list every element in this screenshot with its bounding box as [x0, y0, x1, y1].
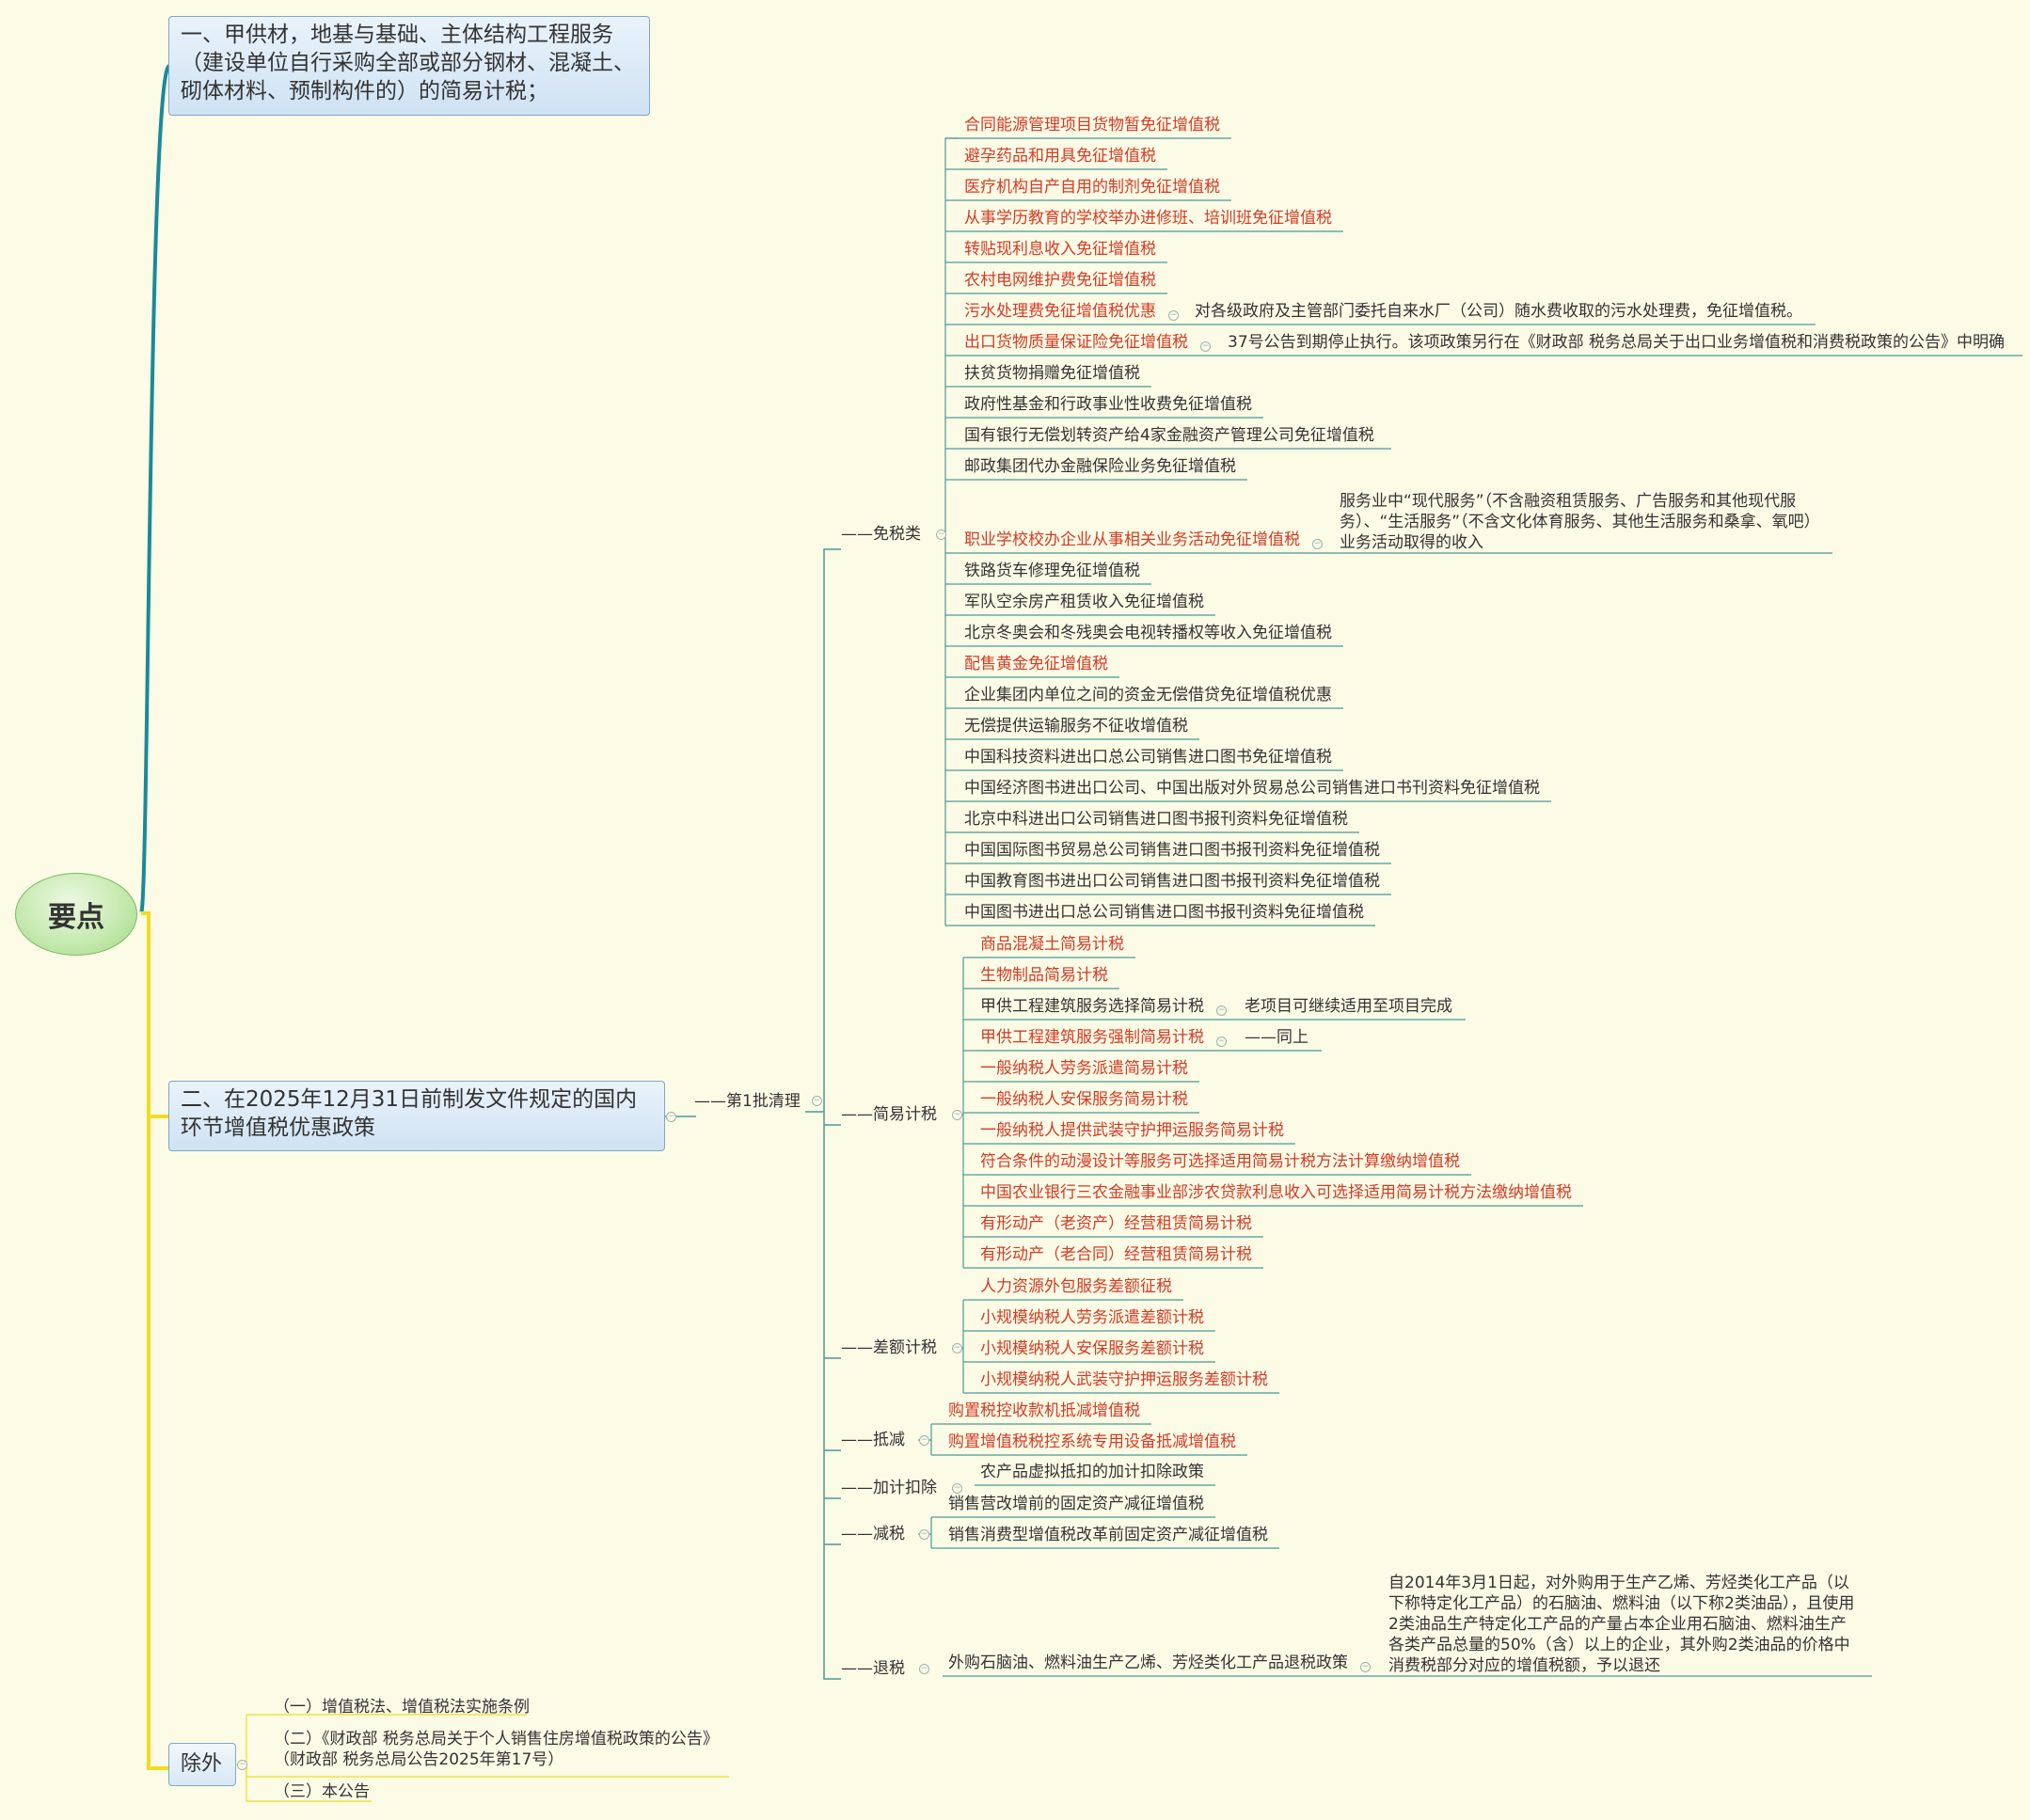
simple-item[interactable]: 商品混凝土简易计税 [980, 935, 1124, 954]
collapse-toggle-icon[interactable]: − [952, 1343, 962, 1353]
root-label: 要点 [48, 901, 104, 934]
exempt-item[interactable]: 扶贫货物捐赠免征增值税 [964, 364, 1140, 383]
refund-note[interactable]: 自2014年3月1日起，对外购用于生产乙烯、芳烃类化工产品（以下称特定化工产品）… [1388, 1574, 1855, 1675]
exempt-item[interactable]: 农村电网维护费免征增值税 [964, 271, 1156, 290]
connector [805, 548, 841, 1113]
connector [936, 137, 959, 535]
collapse-toggle-icon[interactable]: − [1360, 1662, 1371, 1672]
diff-item[interactable]: 小规模纳税人武装守护押运服务差额计税 [980, 1370, 1268, 1389]
refund-item[interactable]: 外购石脑油、燃料油生产乙烯、芳烃类化工产品退税政策 [948, 1654, 1348, 1672]
collapse-toggle-icon[interactable]: − [237, 1760, 247, 1770]
collapse-toggle-icon[interactable]: − [1216, 1037, 1227, 1047]
diff-item[interactable]: 人力资源外包服务差额征税 [980, 1277, 1172, 1296]
simple-item[interactable]: 中国农业银行三农金融事业部涉农贷款利息收入可选择适用简易计税方法缴纳增值税 [980, 1183, 1572, 1202]
simple-item[interactable]: 有形动产（老合同）经营租赁简易计税 [980, 1245, 1252, 1264]
exempt-item[interactable]: 中国经济图书进出口公司、中国出版对外贸易总公司销售进口书刊资料免征增值税 [964, 779, 1540, 798]
category-extra-deduct[interactable]: ——加计扣除 [841, 1479, 937, 1497]
extra-item[interactable]: 农产品虚拟抵扣的加计扣除政策 [980, 1463, 1204, 1481]
simple-item[interactable]: 一般纳税人提供武装守护押运服务简易计税 [980, 1121, 1284, 1140]
reduce-item[interactable]: 销售消费型增值税改革前固定资产减征增值税 [948, 1526, 1268, 1544]
category-diff[interactable]: ——差额计税 [841, 1338, 937, 1357]
exempt-item[interactable]: 职业学校校办企业从事相关业务活动免征增值税 [964, 530, 1300, 549]
exempt-item[interactable]: 中国教育图书进出口公司销售进口图书报刊资料免征增值税 [964, 872, 1380, 891]
collapse-toggle-icon[interactable]: − [666, 1112, 676, 1122]
exempt-item[interactable]: 中国科技资料进出口总公司销售进口图书免征增值税 [964, 748, 1332, 767]
collapse-toggle-icon[interactable]: − [919, 1664, 929, 1674]
collapse-toggle-icon[interactable]: − [812, 1096, 822, 1106]
exempt-item[interactable]: 污水处理费免征增值税优惠 [964, 302, 1156, 321]
exempt-item[interactable]: 国有银行无偿划转资产给4家金融资产管理公司免征增值税 [964, 426, 1374, 445]
simple-item[interactable]: 一般纳税人安保服务简易计税 [980, 1090, 1188, 1109]
exclusion-item-2[interactable]: （二）《财政部 税务总局关于个人销售住房增值税政策的公告》（财政部 税务总局公告… [274, 1730, 719, 1769]
exempt-item[interactable]: 中国国际图书贸易总公司销售进口图书报刊资料免征增值税 [964, 841, 1380, 860]
collapse-toggle-icon[interactable]: − [1200, 341, 1211, 352]
category-exempt[interactable]: ——免税类 [841, 525, 921, 544]
simple-note[interactable]: ——同上 [1245, 1028, 1308, 1047]
connector [139, 64, 171, 915]
branch-1-text: 一、甲供材，地基与基础、主体结构工程服务（建设单位自行采购全部或部分钢材、混凝土… [181, 23, 635, 103]
offset-item[interactable]: 购置增值税税控系统专用设备抵减增值税 [948, 1432, 1236, 1451]
exempt-item[interactable]: 合同能源管理项目货物暂免征增值税 [964, 116, 1220, 135]
branch-2-node[interactable]: 二、在2025年12月31日前制发文件规定的国内环节增值税优惠政策 [168, 1081, 665, 1151]
collapse-toggle-icon[interactable]: − [1216, 1005, 1227, 1016]
exclusion-label: 除外 [181, 1752, 223, 1776]
category-reduce[interactable]: ——减税 [841, 1525, 905, 1543]
collapse-toggle-icon[interactable]: − [936, 530, 946, 540]
collapse-toggle-icon[interactable]: − [952, 1110, 962, 1120]
connector [952, 1300, 964, 1349]
exempt-item[interactable]: 军队空余房产租赁收入免征增值税 [964, 593, 1204, 611]
root-node[interactable]: 要点 [15, 873, 137, 956]
category-simple[interactable]: ——简易计税 [841, 1105, 937, 1124]
collapse-toggle-icon[interactable]: − [1168, 310, 1179, 321]
connector [952, 957, 964, 1116]
exempt-note[interactable]: 37号公告到期停止执行。该项政策另行在《财政部 税务总局关于出口业务增值税和消费… [1228, 333, 2006, 352]
exempt-item[interactable]: 避孕药品和用具免征增值税 [964, 147, 1156, 166]
exempt-item[interactable]: 北京冬奥会和冬残奥会电视转播权等收入免征增值税 [964, 624, 1332, 642]
offset-item[interactable]: 购置税控收款机抵减增值税 [948, 1401, 1140, 1420]
batch-1-node[interactable]: ——第1批清理 [694, 1092, 801, 1111]
exempt-item[interactable]: 无偿提供运输服务不征收增值税 [964, 717, 1188, 736]
exempt-note[interactable]: 服务业中“现代服务”（不含融资租赁服务、广告服务和其他现代服务）、“生活服务”（… [1340, 492, 1813, 552]
collapse-toggle-icon[interactable]: − [919, 1435, 929, 1446]
simple-item[interactable]: 甲供工程建筑服务选择简易计税 [980, 997, 1204, 1016]
diff-item[interactable]: 小规模纳税人安保服务差额计税 [980, 1339, 1204, 1358]
exclusion-node[interactable]: 除外 [168, 1743, 236, 1786]
exempt-item[interactable]: 转贴现利息收入免征增值税 [964, 240, 1156, 259]
exclusion-item-3[interactable]: （三）本公告 [274, 1782, 370, 1801]
connector [823, 1112, 841, 1680]
exempt-item[interactable]: 企业集团内单位之间的资金无偿借贷免征增值税优惠 [964, 686, 1332, 704]
collapse-toggle-icon[interactable]: − [919, 1529, 929, 1540]
simple-note[interactable]: 老项目可继续适用至项目完成 [1245, 997, 1452, 1016]
exempt-item[interactable]: 从事学历教育的学校举办进修班、培训班免征增值税 [964, 209, 1332, 228]
reduce-item[interactable]: 销售营改增前的固定资产减征增值税 [948, 1495, 1204, 1513]
simple-item[interactable]: 甲供工程建筑服务强制简易计税 [980, 1028, 1204, 1047]
simple-item[interactable]: 一般纳税人劳务派遣简易计税 [980, 1059, 1188, 1078]
exempt-item[interactable]: 医疗机构自产自用的制剂免征增值税 [964, 178, 1220, 197]
connector [141, 911, 169, 1770]
exempt-item[interactable]: 出口货物质量保证险免征增值税 [964, 333, 1188, 352]
category-offset[interactable]: ——抵减 [841, 1431, 905, 1449]
exempt-item[interactable]: 中国图书进出口总公司销售进口图书报刊资料免征增值税 [964, 903, 1364, 922]
exempt-item[interactable]: 配售黄金免征增值税 [964, 655, 1108, 673]
exempt-item[interactable]: 北京中科进出口公司销售进口图书报刊资料免征增值税 [964, 810, 1348, 829]
exempt-note[interactable]: 对各级政府及主管部门委托自来水厂（公司）随水费收取的污水处理费，免征增值税。 [1195, 302, 1802, 321]
category-refund[interactable]: ——退税 [841, 1659, 905, 1678]
collapse-toggle-icon[interactable]: − [952, 1483, 962, 1494]
simple-item[interactable]: 生物制品简易计税 [980, 966, 1108, 985]
exempt-item[interactable]: 铁路货车修理免征增值税 [964, 562, 1140, 580]
exclusion-item-1[interactable]: （一）增值税法、增值税法实施条例 [274, 1698, 530, 1717]
connector [246, 1765, 372, 1802]
simple-item[interactable]: 符合条件的动漫设计等服务可选择适用简易计税方法计算缴纳增值税 [980, 1152, 1460, 1171]
diff-item[interactable]: 小规模纳税人劳务派遣差额计税 [980, 1308, 1204, 1327]
branch-2-text: 二、在2025年12月31日前制发文件规定的国内环节增值税优惠政策 [181, 1087, 638, 1140]
exempt-item[interactable]: 邮政集团代办金融保险业务免征增值税 [964, 457, 1236, 476]
collapse-toggle-icon[interactable]: − [1312, 539, 1323, 549]
branch-1-node[interactable]: 一、甲供材，地基与基础、主体结构工程服务（建设单位自行采购全部或部分钢材、混凝土… [168, 16, 650, 116]
simple-item[interactable]: 有形动产（老资产）经营租赁简易计税 [980, 1214, 1252, 1233]
exempt-item[interactable]: 政府性基金和行政事业性收费免征增值税 [964, 395, 1252, 414]
